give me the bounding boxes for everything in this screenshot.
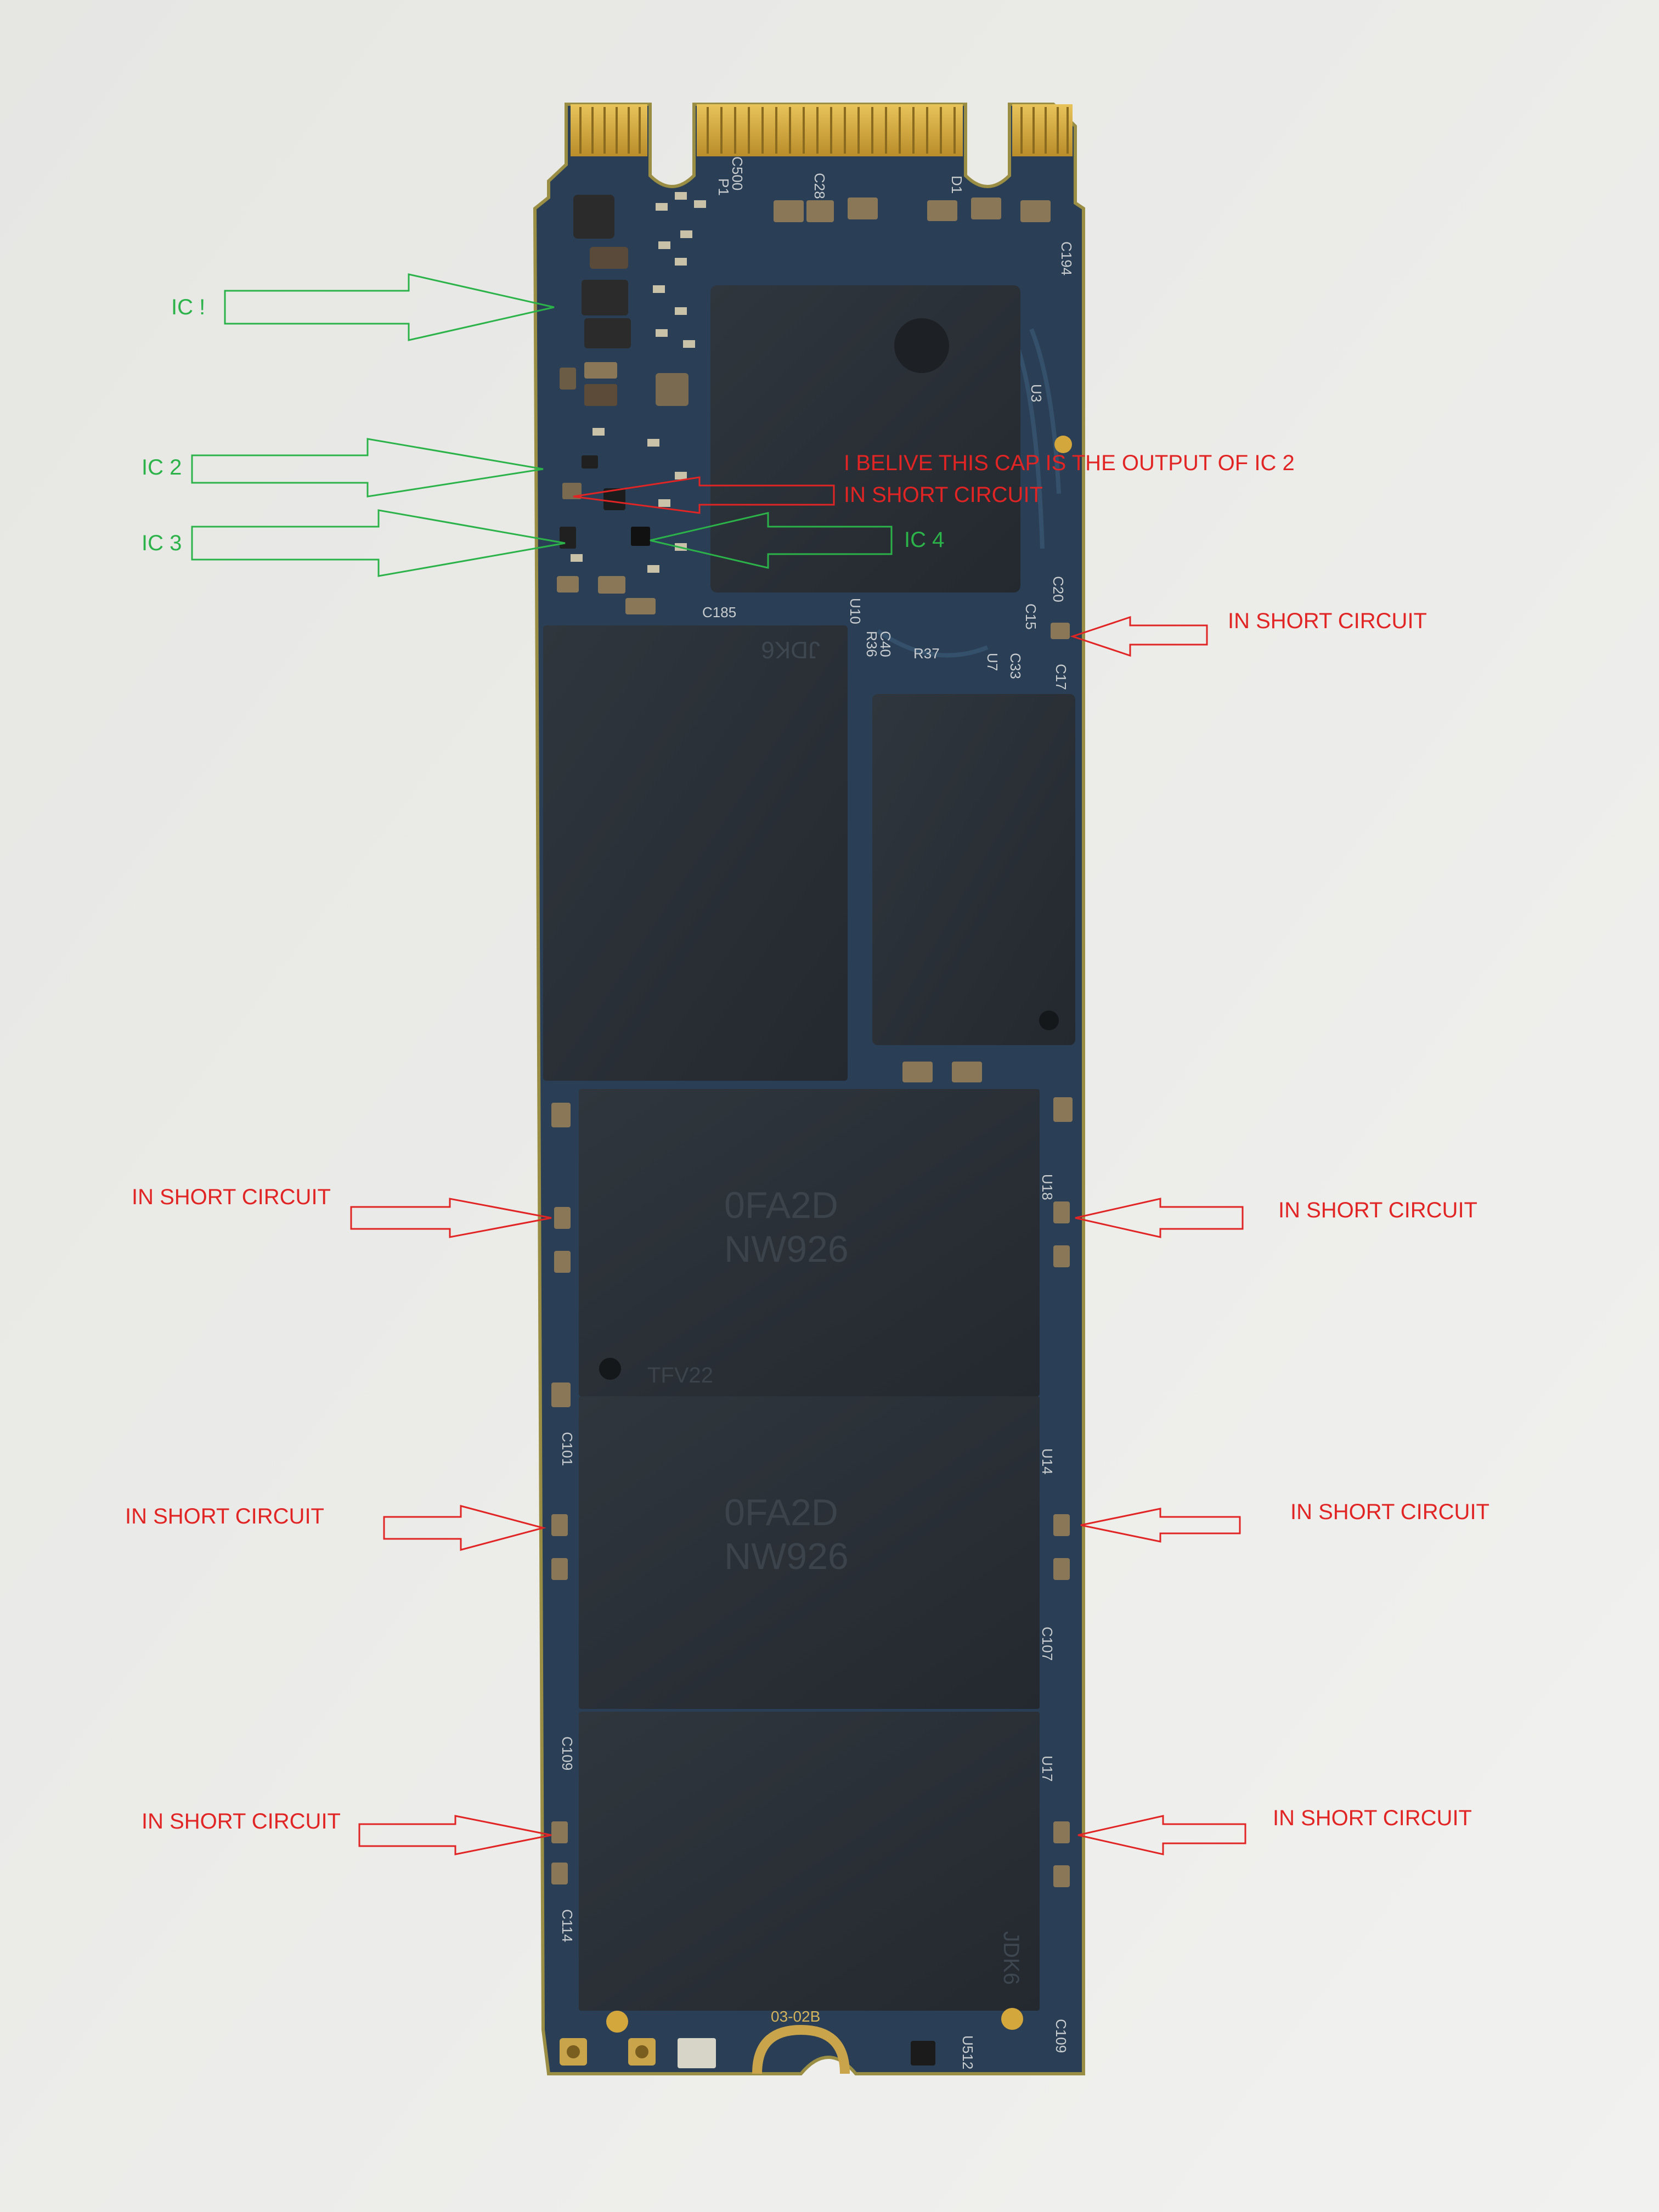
mark-u10: U10 xyxy=(847,598,864,624)
label-ic4: IC 4 xyxy=(904,528,945,552)
label-short-right-1: IN SHORT CIRCUIT xyxy=(1228,609,1427,633)
mark-c109-right: C109 xyxy=(1053,2019,1069,2053)
label-ic2: IC 2 xyxy=(142,455,182,479)
nand-chip-1 xyxy=(579,1089,1040,1396)
nand-chip-2 xyxy=(579,1396,1040,1709)
mark-c40: C40 xyxy=(877,631,894,657)
mark-r37: R37 xyxy=(913,645,940,662)
bottom-area xyxy=(560,2024,935,2074)
label-short-right-2: IN SHORT CIRCUIT xyxy=(1278,1198,1477,1222)
mark-c114: C114 xyxy=(559,1909,575,1942)
mark-jdk6-top: JDK6 xyxy=(761,636,820,663)
ic1-arrow xyxy=(224,273,555,341)
label-short-right-3: IN SHORT CIRCUIT xyxy=(1290,1500,1489,1524)
short-right-2-arrow xyxy=(1075,1198,1244,1238)
label-short-left-3: IN SHORT CIRCUIT xyxy=(142,1809,341,1833)
top-components xyxy=(774,198,1051,222)
short-left-3-arrow xyxy=(358,1815,552,1855)
side-capacitors xyxy=(551,623,1073,1887)
nand1-line3: TFV22 xyxy=(647,1363,713,1387)
mark-c17: C17 xyxy=(1053,664,1069,690)
silkscreen: P1 C500 C28 D1 C194 U3 C185 U10 C40 R36 … xyxy=(559,156,1075,2069)
mark-u7: U7 xyxy=(984,653,1001,671)
ic4-chip xyxy=(631,527,650,546)
mark-c15: C15 xyxy=(1023,603,1039,630)
mark-c500: C500 xyxy=(729,156,746,190)
gold-connector xyxy=(571,104,1073,156)
label-cap-note-line2: IN SHORT CIRCUIT xyxy=(844,483,1043,507)
short-left-2-arrow xyxy=(383,1505,546,1551)
mark-bottom-code: 03-02B xyxy=(771,2008,820,2025)
short-right-1-arrow xyxy=(1070,616,1208,657)
ic2-chip xyxy=(582,455,598,469)
label-short-left-2: IN SHORT CIRCUIT xyxy=(125,1504,324,1528)
mark-p1: P1 xyxy=(715,178,732,196)
nand2-line2: NW926 xyxy=(724,1536,849,1577)
mark-u17: U17 xyxy=(1039,1756,1056,1782)
mark-u3: U3 xyxy=(1028,384,1045,402)
memory-chips xyxy=(543,625,1075,2033)
shorted-cap-ic2-output xyxy=(562,483,582,499)
label-short-left-1: IN SHORT CIRCUIT xyxy=(132,1185,331,1209)
mark-d1: D1 xyxy=(949,176,965,194)
dram-chip xyxy=(872,694,1075,1045)
short-right-4-arrow xyxy=(1077,1815,1246,1855)
cap-note-arrow xyxy=(573,476,835,514)
mark-c185: C185 xyxy=(702,604,736,620)
mark-c107: C107 xyxy=(1039,1627,1056,1661)
mark-c109-left: C109 xyxy=(559,1736,575,1770)
mark-c20: C20 xyxy=(1050,576,1066,602)
short-left-1-arrow xyxy=(350,1198,552,1238)
label-ic3: IC 3 xyxy=(142,531,182,555)
ic2-arrow xyxy=(191,438,544,498)
nand1-line1: 0FA2D xyxy=(724,1184,838,1226)
nand-chip-left xyxy=(543,625,848,1081)
mark-u14: U14 xyxy=(1039,1448,1056,1475)
mark-c101: C101 xyxy=(559,1432,575,1466)
annotation-arrows xyxy=(191,273,1246,1855)
mark-u18: U18 xyxy=(1039,1174,1056,1200)
nand1-line2: NW926 xyxy=(724,1228,849,1270)
label-short-right-4: IN SHORT CIRCUIT xyxy=(1273,1806,1472,1830)
mark-c194: C194 xyxy=(1058,241,1075,275)
nand-chip-3 xyxy=(579,1712,1040,2011)
label-cap-note-line1: I BELIVE THIS CAP IS THE OUTPUT OF IC 2 xyxy=(844,451,1295,475)
power-components xyxy=(557,192,706,614)
ic3-chip xyxy=(560,527,576,549)
mark-c28: C28 xyxy=(811,173,828,199)
mark-jdk6-bottom: JDK6 xyxy=(999,1931,1023,1985)
label-ic1: IC ! xyxy=(171,295,206,319)
ic3-arrow xyxy=(191,509,566,577)
short-right-3-arrow xyxy=(1080,1508,1241,1543)
ic4-arrow xyxy=(650,512,893,569)
mark-c33: C33 xyxy=(1007,653,1024,679)
controller-chip xyxy=(710,285,1072,592)
mark-r36: R36 xyxy=(864,631,880,657)
mark-u512: U512 xyxy=(960,2035,976,2069)
nand2-line1: 0FA2D xyxy=(724,1492,838,1533)
